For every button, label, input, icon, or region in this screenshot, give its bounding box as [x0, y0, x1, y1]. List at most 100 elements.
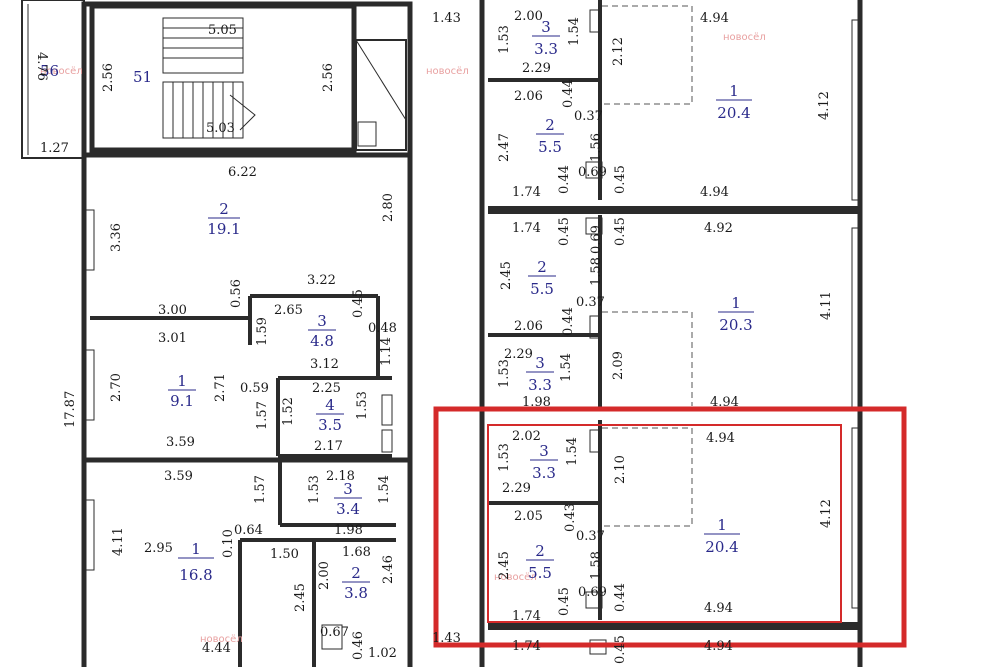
- room-area: 20.4: [717, 104, 750, 122]
- dim-label: 1.74: [512, 639, 541, 654]
- dim-label: 1.53: [497, 443, 512, 472]
- dim-label: 0.45: [613, 165, 628, 194]
- dim-label: 0.56: [229, 279, 244, 308]
- dim-label: 1.68: [342, 545, 371, 560]
- dim-label: 0.44: [613, 583, 628, 612]
- highlight-inner: [487, 424, 842, 623]
- dim-label: 0.37: [576, 295, 605, 310]
- room-area: 19.1: [207, 220, 240, 238]
- dim-label: 1.98: [334, 523, 363, 538]
- dim-label: 1.27: [40, 141, 69, 156]
- dim-label: 0.37: [576, 529, 605, 544]
- dim-label: 1.56: [589, 133, 604, 162]
- dim-label: 1.54: [567, 17, 582, 46]
- dim-label: 1.58: [589, 551, 604, 580]
- dim-label: 0.45: [351, 289, 366, 318]
- dim-label: 2.45: [293, 583, 308, 612]
- room-labels: 56 51 2 19.1 3 4.8 1 9.1 4 3.5 3 3.4 1 1…: [40, 18, 754, 602]
- dim-label: 3.01: [158, 331, 187, 346]
- dim-label: 2.17: [314, 439, 343, 454]
- dim-label: 1.58: [589, 257, 604, 286]
- room-area: 3.3: [534, 40, 558, 58]
- room-number: 1: [731, 294, 741, 312]
- dim-label: 1.43: [432, 631, 461, 646]
- dim-label: 5.03: [206, 121, 235, 136]
- dim-label: 4.94: [704, 639, 733, 654]
- watermark: новосёл: [40, 66, 83, 77]
- dim-label: 3.00: [158, 303, 187, 318]
- dim-label: 0.44: [561, 79, 576, 108]
- dim-label: 2.95: [144, 541, 173, 556]
- dim-label: 2.56: [101, 63, 116, 92]
- dim-label: 0.37: [574, 109, 603, 124]
- dim-label: 0.67: [320, 625, 349, 640]
- room-number: 2: [545, 116, 555, 134]
- dim-label: 2.02: [512, 429, 541, 444]
- highlight-frame: [433, 406, 907, 648]
- dim-label: 3.59: [164, 469, 193, 484]
- dim-label: 4.94: [710, 395, 739, 410]
- room-number: 4: [325, 396, 335, 414]
- dim-label: 1.74: [512, 221, 541, 236]
- dim-label: 2.25: [312, 381, 341, 396]
- room-area: 3.8: [344, 584, 368, 602]
- room-number: 1: [191, 540, 201, 558]
- dim-label: 1.43: [432, 11, 461, 26]
- dim-label: 0.69: [578, 165, 607, 180]
- dim-label: 4.76: [34, 52, 49, 81]
- dim-label: 17.87: [63, 391, 78, 428]
- dim-label: 1.14: [379, 337, 394, 366]
- watermark: новосёл: [723, 32, 766, 43]
- dim-label: 4.94: [700, 185, 729, 200]
- dim-label: 1.57: [253, 475, 268, 504]
- room-number: 3: [343, 480, 353, 498]
- room-number: 56: [40, 62, 59, 80]
- dim-label: 2.29: [504, 347, 533, 362]
- room-number: 51: [133, 68, 152, 86]
- dim-label: 5.05: [208, 23, 237, 38]
- room-number: 3: [539, 442, 549, 460]
- dim-label: 2.80: [381, 193, 396, 222]
- dim-label: 0.44: [561, 307, 576, 336]
- dim-label: 2.09: [611, 351, 626, 380]
- dim-label: 1.59: [255, 317, 270, 346]
- dim-label: 2.00: [317, 561, 332, 590]
- niche-outlines: [602, 5, 693, 527]
- dim-label: 1.02: [368, 646, 397, 661]
- dim-label: 1.57: [255, 401, 270, 430]
- dim-label: 1.53: [497, 25, 512, 54]
- dim-label: 2.05: [514, 509, 543, 524]
- dim-label: 1.98: [522, 395, 551, 410]
- dim-label: 2.29: [522, 61, 551, 76]
- dim-label: 0.69: [589, 225, 604, 254]
- room-number: 1: [177, 372, 187, 390]
- dim-label: 2.45: [499, 261, 514, 290]
- room-number: 2: [537, 258, 547, 276]
- dim-label: 2.56: [321, 63, 336, 92]
- dim-label: 1.74: [512, 609, 541, 624]
- room-area: 20.3: [719, 316, 752, 334]
- dim-label: 2.29: [502, 481, 531, 496]
- room-number: 1: [717, 516, 727, 534]
- walls: [21, 0, 907, 667]
- dim-label: 1.53: [307, 475, 322, 504]
- dim-label: 1.54: [559, 353, 574, 382]
- dim-label: 4.44: [202, 641, 231, 656]
- watermark: новосёл: [494, 572, 537, 583]
- dim-label: 2.10: [613, 455, 628, 484]
- dim-label: 1.53: [355, 391, 370, 420]
- dim-label: 0.45: [557, 217, 572, 246]
- dim-label: 6.22: [228, 165, 257, 180]
- dim-label: 1.52: [281, 397, 296, 426]
- dim-label: 2.45: [497, 551, 512, 580]
- dim-label: 2.70: [109, 373, 124, 402]
- dim-label: 0.64: [234, 523, 263, 538]
- dim-label: 4.11: [111, 527, 126, 556]
- watermark: новосёл: [200, 634, 243, 645]
- room-area: 3.5: [318, 416, 342, 434]
- room-number: 3: [317, 312, 327, 330]
- dim-label: 1.54: [377, 475, 392, 504]
- room-number: 1: [729, 82, 739, 100]
- dim-label: 0.59: [240, 381, 269, 396]
